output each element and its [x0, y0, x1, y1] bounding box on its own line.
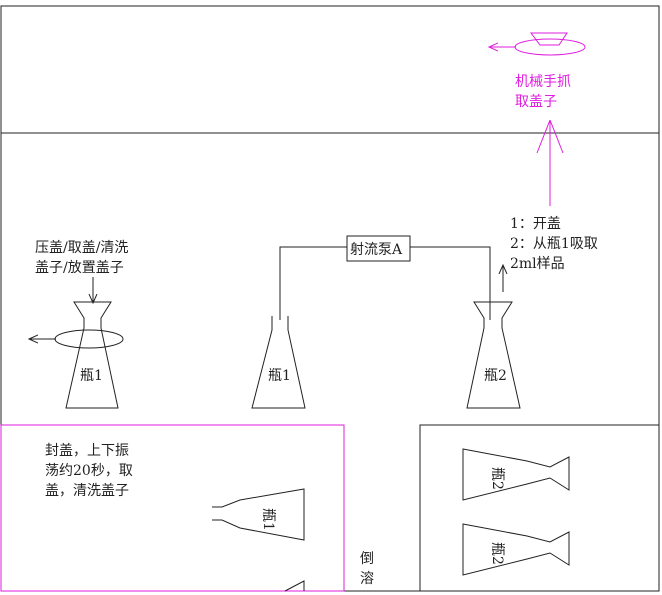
flask-storage-top-icon — [462, 448, 570, 501]
robot-label-line1: 机械手抓 — [515, 74, 571, 90]
pour-char-1: 倒 — [360, 551, 374, 567]
lift-arrow-icon — [536, 119, 564, 206]
robot-gripper-icon — [490, 32, 586, 56]
jet-pump-box — [346, 235, 411, 262]
pour-char-2: 溶 — [360, 571, 374, 587]
shake-text-line2: 荡约20秒，取 — [45, 463, 133, 479]
left-instruction-line2: 盖子/放置盖子 — [35, 260, 124, 276]
shake-bottle-label: 瓶1 — [260, 508, 276, 531]
flask-sideways-icon — [212, 488, 305, 592]
right-bottle-label: 瓶2 — [484, 368, 507, 384]
middle-bottle-label: 瓶1 — [268, 368, 291, 384]
shake-text-line3: 盖，清洗盖子 — [45, 483, 129, 499]
flask-storage-bottom-icon — [462, 523, 570, 576]
left-instruction-line1: 压盖/取盖/清洗 — [35, 240, 128, 256]
flask-left-icon — [30, 301, 124, 409]
flask-middle-icon — [251, 316, 306, 409]
flask-right-icon — [466, 301, 521, 409]
pump-pipe-icon — [279, 246, 491, 320]
storage-top-bottle-label: 瓶2 — [489, 467, 505, 490]
right-step3: 2ml样品 — [510, 256, 565, 272]
right-step2: 2：从瓶1吸取 — [510, 236, 598, 252]
storage-box — [419, 424, 660, 592]
right-step1: 1：开盖 — [510, 216, 561, 232]
jet-pump-label: 射流泵A — [350, 242, 403, 258]
shake-station-box — [0, 424, 345, 592]
storage-bottom-bottle-label: 瓶2 — [489, 542, 505, 565]
shake-text-line1: 封盖，上下振 — [45, 443, 129, 459]
diagram-frame — [0, 5, 660, 592]
robot-label-line2: 取盖子 — [515, 94, 557, 110]
left-bottle-label: 瓶1 — [80, 368, 103, 384]
